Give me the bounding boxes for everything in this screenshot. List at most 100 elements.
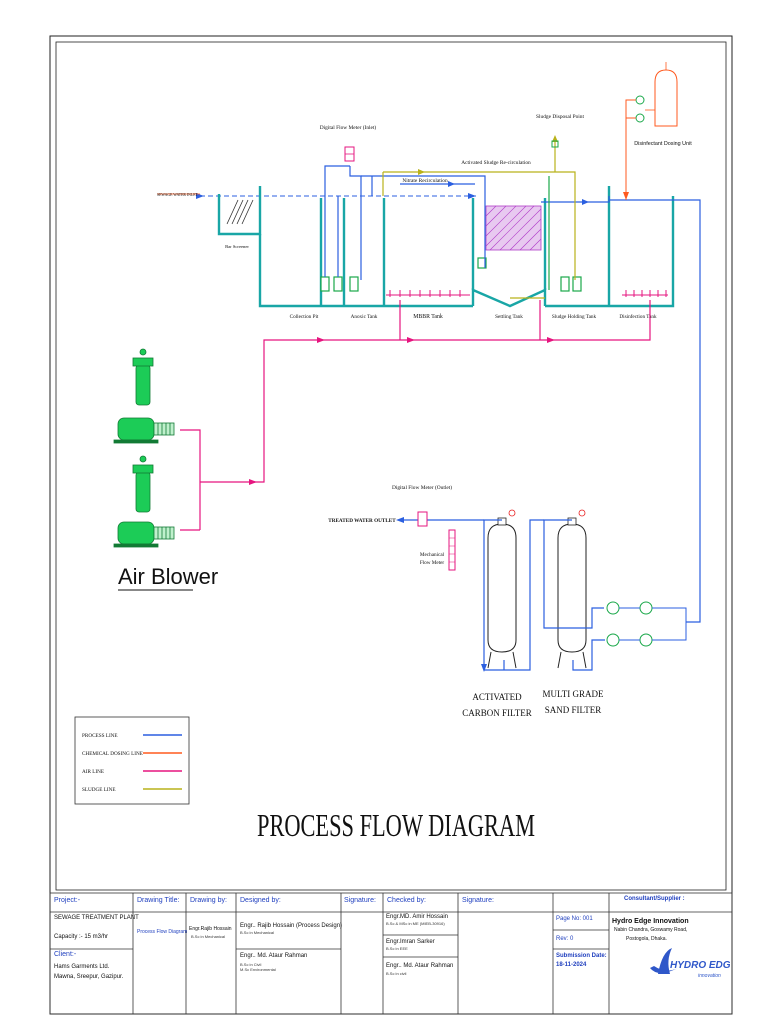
page-number: Page No: 001 bbox=[556, 916, 593, 922]
sewage-inlet-label: SEWAGE WATER INLET bbox=[157, 193, 199, 197]
sludge-disposal-label: Sludge Disposal Point bbox=[536, 114, 584, 120]
signature-heading: Signature: bbox=[344, 897, 376, 904]
mech-flow-meter-label-2: Flow Meter bbox=[420, 560, 445, 566]
logo-text: HYDRO EDGE bbox=[670, 960, 730, 971]
msf-label-1: MULTI GRADE bbox=[543, 689, 604, 699]
pump-icon bbox=[639, 633, 653, 647]
basin-right bbox=[545, 196, 675, 308]
signature2-heading: Signature: bbox=[462, 897, 494, 904]
sludge-valve-icon bbox=[551, 140, 559, 148]
dosing-pump-icon bbox=[635, 113, 645, 123]
air-arrow bbox=[407, 337, 415, 343]
process-lines bbox=[324, 165, 701, 623]
bar-screener-label: Bar Screener bbox=[225, 244, 249, 249]
process-arrow bbox=[448, 181, 455, 187]
project-name: SEWAGE TREATMENT PLANT bbox=[54, 915, 139, 921]
company-name: Hydro Edge Innovation bbox=[612, 918, 689, 925]
mbbr-media-hatch bbox=[485, 205, 542, 251]
bar-screener-chamber bbox=[217, 186, 262, 236]
consultant-heading: Consultant/Supplier : bbox=[624, 896, 685, 902]
pump-icon bbox=[572, 276, 582, 292]
mech-flow-meter-label-1: Mechanical bbox=[420, 552, 445, 558]
activated-carbon-filter bbox=[487, 517, 517, 669]
diagram-title: PROCESS FLOW DIAGRAM bbox=[257, 807, 535, 843]
air-arrow bbox=[317, 337, 325, 343]
checker-2: Engr.Imran Sarker bbox=[386, 939, 435, 945]
filter-feed-pumps bbox=[606, 601, 653, 647]
pump-icon bbox=[606, 633, 620, 647]
drawing-by-qual: B.Sc in Mechanical bbox=[191, 934, 226, 939]
checker-2-qual: B.Sc in EEE bbox=[386, 946, 408, 951]
flow-meter-inlet-label: Digital Flow Meter (Inlet) bbox=[320, 124, 377, 131]
drawing-title-value: Process Flow Diagram bbox=[137, 929, 188, 935]
pump-icon bbox=[639, 601, 653, 615]
collection-pit-label: Collection Pit bbox=[290, 314, 319, 320]
sludge-arrow bbox=[418, 169, 425, 175]
pump-icon bbox=[333, 276, 343, 292]
client-heading: Client:- bbox=[54, 951, 77, 958]
air-blower-label: Air Blower bbox=[118, 564, 218, 589]
legend-label: SLUDGE LINE bbox=[82, 787, 116, 793]
multi-grade-sand-filter bbox=[557, 517, 587, 669]
legend: PROCESS LINE CHEMICAL DOSING LINE AIR LI… bbox=[74, 716, 190, 805]
basin-left bbox=[258, 234, 473, 308]
project-heading: Project:- bbox=[54, 897, 81, 904]
pump-icon bbox=[320, 276, 330, 292]
checker-3: Engr.. Md. Ataur Rahman bbox=[386, 963, 454, 969]
checker-1-qual: B.Sc & MSc in ME (MIEB-30916) bbox=[386, 921, 445, 926]
designer-2-qual-2: M.Sc Environmental bbox=[240, 967, 276, 972]
title-block-grid bbox=[49, 892, 733, 1015]
submission-heading: Submission Date: bbox=[556, 953, 607, 959]
mechanical-flow-meter-icon bbox=[448, 529, 456, 571]
nitrate-recirc-label: Nitrate Recirculation bbox=[402, 178, 448, 184]
drawing-frame bbox=[55, 41, 727, 891]
checker-1: Engr.MD. Amir Hossain bbox=[386, 914, 449, 920]
legend-label: CHEMICAL DOSING LINE bbox=[82, 751, 143, 757]
company-address-1: Nabin Chandra, Goswamy Road, bbox=[614, 927, 688, 933]
flow-meter-outlet-icon bbox=[417, 511, 428, 527]
tank-system bbox=[217, 186, 675, 308]
client-line-1: Hams Garments Ltd. bbox=[54, 964, 110, 970]
legend-label: AIR LINE bbox=[82, 769, 104, 775]
client-line-2: Mawna, Sreepur, Gazipur. bbox=[54, 974, 124, 980]
disinfectant-dosing-unit bbox=[623, 62, 678, 200]
disinfectant-unit-label: Disinfectant Dosing Unit bbox=[634, 141, 692, 147]
pressure-gauge-icon bbox=[508, 509, 516, 517]
company-logo: HYDRO EDGE innovation bbox=[650, 948, 730, 979]
drawing-by-name: Engr.Rajib Hossain bbox=[189, 926, 232, 932]
activated-sludge-label: Activated Sludge Re-circulation bbox=[461, 160, 531, 166]
acf-label-2: CARBON FILTER bbox=[462, 708, 531, 718]
anoxic-tank-label: Anoxic Tank bbox=[351, 314, 378, 320]
process-arrow bbox=[468, 193, 476, 199]
sludge-lines bbox=[382, 140, 576, 299]
pump-icon bbox=[606, 601, 620, 615]
submission-date: 18-11-2024 bbox=[556, 962, 587, 968]
process-arrow bbox=[481, 664, 487, 672]
designer-2: Engr.. Md. Ataur Rahman bbox=[240, 953, 308, 959]
diffusers-mbbr bbox=[386, 290, 470, 297]
acf-label-1: ACTIVATED bbox=[472, 692, 522, 702]
checked-by-heading: Checked by: bbox=[387, 897, 426, 904]
revision: Rev: 0 bbox=[556, 936, 574, 942]
flow-meter-outlet-label: Digital Flow Meter (Outlet) bbox=[392, 484, 452, 491]
outlet-arrow bbox=[396, 517, 404, 523]
settling-hopper bbox=[471, 288, 547, 308]
bar-screen bbox=[226, 199, 254, 225]
air-arrow bbox=[547, 337, 555, 343]
dosing-pump-icon bbox=[635, 95, 645, 105]
legend-label: PROCESS LINE bbox=[82, 733, 118, 739]
company-address-2: Postogola, Dhaka. bbox=[626, 936, 667, 942]
air-lines bbox=[180, 300, 651, 531]
treated-outlet-label: TREATED WATER OUTLET bbox=[328, 518, 396, 524]
settling-tank-label: Settling Tank bbox=[495, 314, 523, 320]
filter-piping bbox=[400, 519, 605, 671]
air-blower-1 bbox=[113, 348, 175, 444]
msf-label-2: SAND FILTER bbox=[545, 705, 601, 715]
project-capacity: Capacity :- 15 m3/hr bbox=[54, 934, 109, 940]
process-arrow bbox=[582, 199, 589, 205]
drawing-by-heading: Drawing by: bbox=[190, 897, 227, 904]
mbbr-tank-label: MBBR Tank bbox=[413, 314, 443, 320]
diffusers-disinfection bbox=[622, 290, 668, 297]
